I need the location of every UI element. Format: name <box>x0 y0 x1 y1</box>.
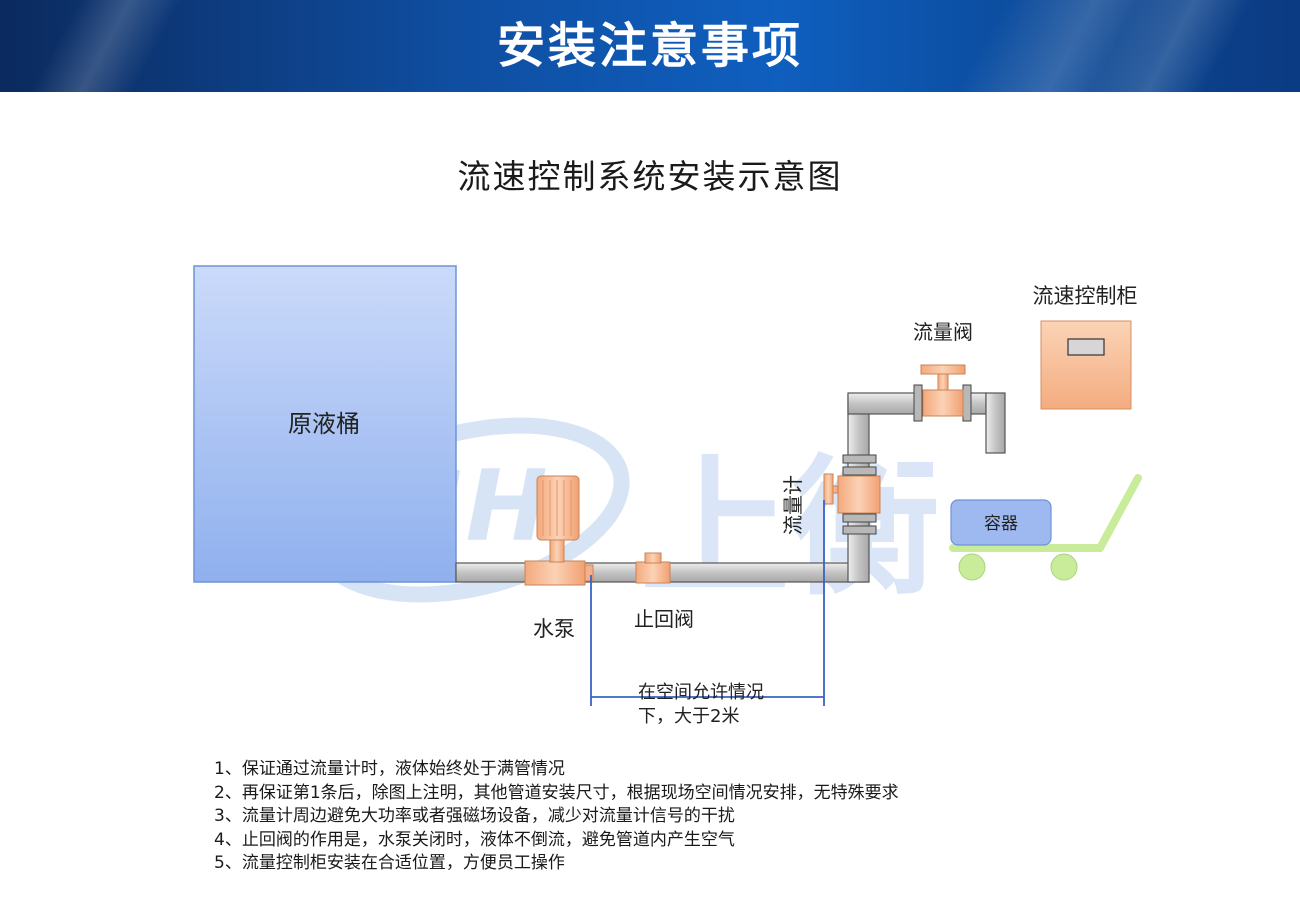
outlet-pipe <box>985 392 1006 454</box>
tank-label: 原液桶 <box>288 410 360 438</box>
cabinet-display <box>1067 338 1105 356</box>
cart <box>949 474 1142 581</box>
header-banner: 安装注意事项 <box>0 0 1300 92</box>
check-valve-label: 止回阀 <box>634 607 694 631</box>
distance-note-line2: 下，大于2米 <box>638 706 739 727</box>
note-item: 1、保证通过流量计时，液体始终处于满管情况 <box>214 759 565 779</box>
pump-label: 水泵 <box>533 617 575 641</box>
note-item: 4、止回阀的作用是，水泵关闭时，液体不倒流，避免管道内产生空气 <box>214 829 735 850</box>
distance-dimension <box>590 500 825 706</box>
note-item: 3、流量计周边避免大功率或者强磁场设备，减少对流量计信号的干扰 <box>214 806 735 826</box>
flow-valve-label: 流量阀 <box>913 320 973 344</box>
water-pump <box>524 475 594 586</box>
distance-note-line1: 在空间允许情况 <box>638 682 764 703</box>
installation-notes: 1、保证通过流量计时，液体始终处于满管情况 2、再保证第1条后，除图上注明，其他… <box>214 758 899 876</box>
flow-valve <box>913 364 972 422</box>
flow-meter-label: 流量计 <box>781 475 805 535</box>
note-item: 5、流量控制柜安装在合适位置，方便员工操作 <box>214 853 565 873</box>
container-label: 容器 <box>984 514 1018 534</box>
flow-meter <box>823 454 881 535</box>
page-title: 安装注意事项 <box>496 18 803 74</box>
note-item: 2、再保证第1条后，除图上注明，其他管道安装尺寸，根据现场空间情况安排，无特殊要… <box>214 782 899 803</box>
container <box>950 499 1052 546</box>
control-cabinet-label: 流速控制柜 <box>1033 284 1138 308</box>
raw-liquid-tank <box>193 265 457 583</box>
flow-control-cabinet <box>1040 320 1132 410</box>
svg-text:上衡: 上衡 <box>640 442 940 616</box>
check-valve <box>635 552 671 584</box>
diagram-title: 流速控制系统安装示意图 <box>457 157 843 196</box>
